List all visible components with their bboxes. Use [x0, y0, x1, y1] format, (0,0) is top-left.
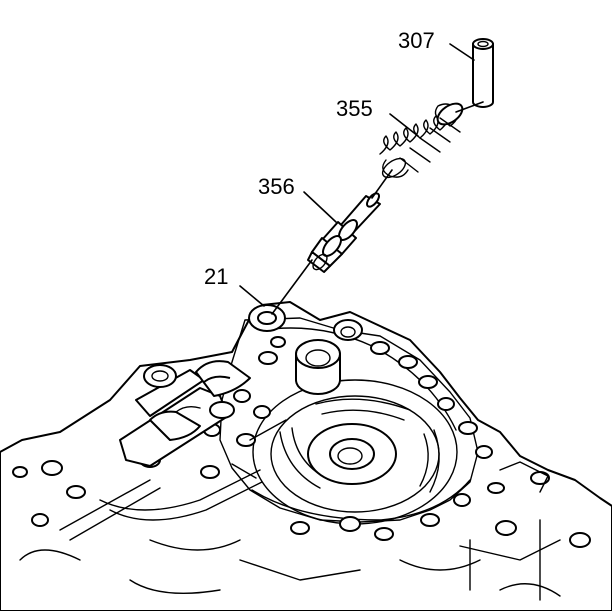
callout-307: 307: [398, 28, 435, 53]
callout-356: 356: [258, 174, 295, 199]
pin: [472, 38, 494, 108]
spring: [379, 102, 464, 179]
callout-labels: 307 355 356 21: [204, 28, 435, 289]
callout-21: 21: [204, 264, 228, 289]
callout-355: 355: [336, 96, 373, 121]
leader-lines: [239, 43, 484, 315]
valve: [307, 192, 381, 273]
valve-body: [0, 301, 612, 611]
